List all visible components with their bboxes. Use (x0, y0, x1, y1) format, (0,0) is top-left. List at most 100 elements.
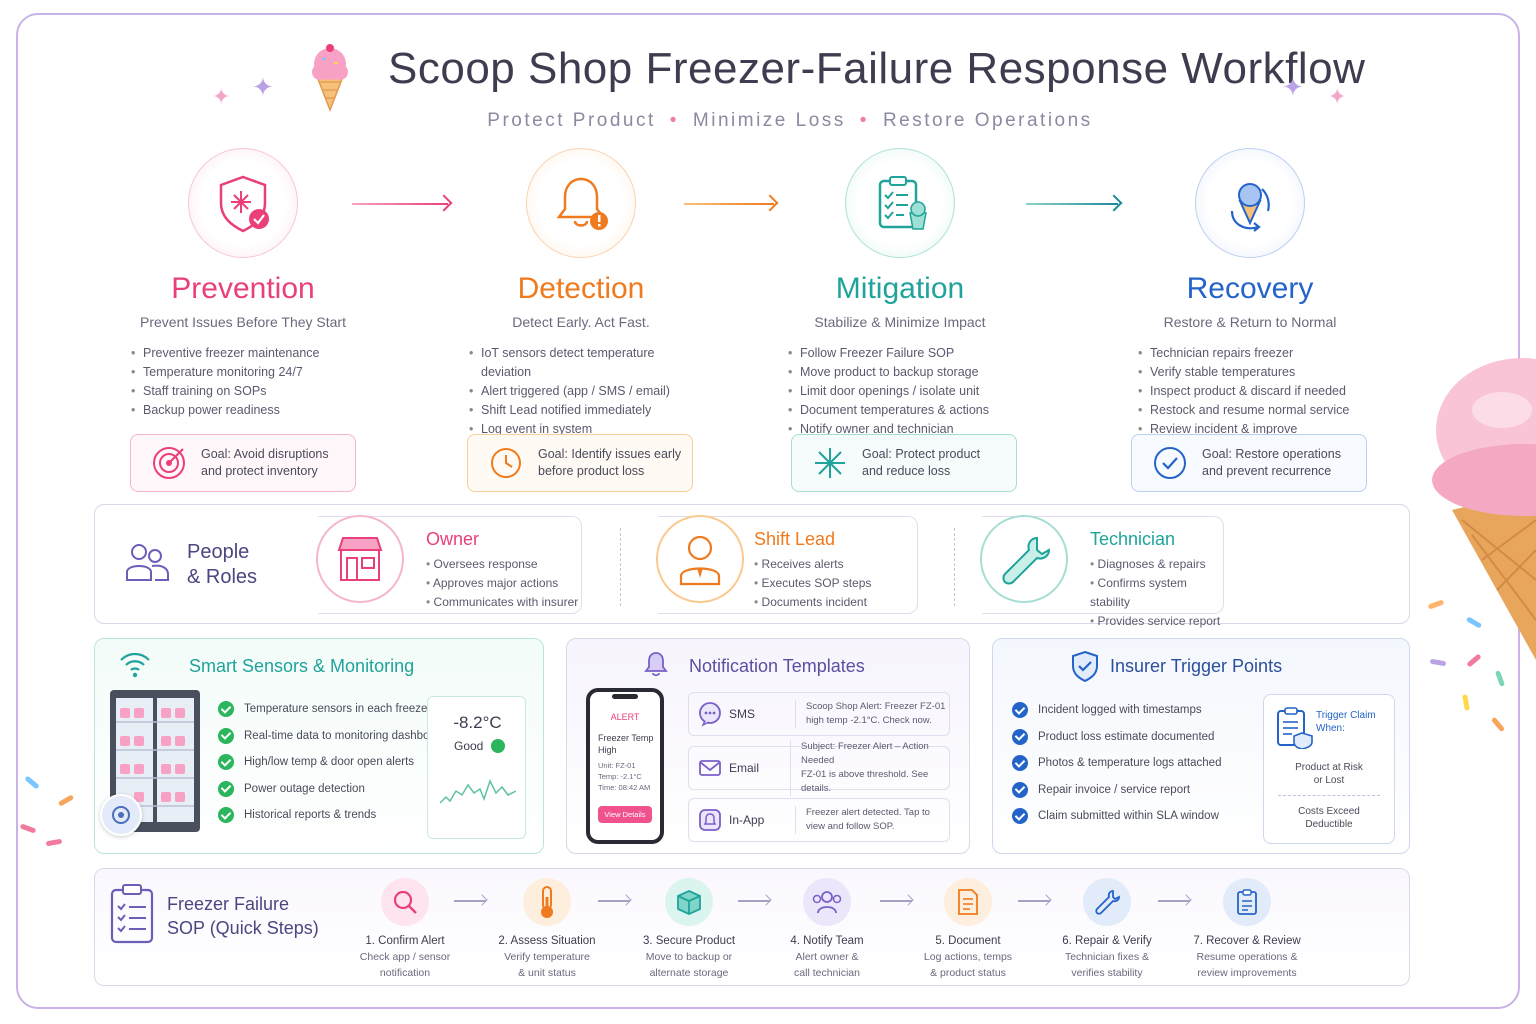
sop-step-repair-verify: 6. Repair & Verify Technician fixes &ver… (1042, 878, 1172, 981)
role-list: Receives alerts Executes SOP steps Docum… (754, 555, 872, 612)
role-item: Confirms system stability (1090, 574, 1223, 612)
role-item: Provides service report (1090, 612, 1223, 631)
phone-alert-details: Unit: FZ-01 Temp: -2.1°C Time: 08:42 AM (598, 760, 650, 793)
divider (620, 528, 621, 606)
step-icon-circle (665, 878, 713, 926)
step-arrow (880, 900, 912, 902)
people-icon (126, 544, 169, 581)
people-roles-title: People & Roles (187, 540, 257, 590)
check-icon (1012, 808, 1028, 825)
goal-line: and prevent recurrence (1202, 464, 1332, 478)
ice-cream-logo-icon (300, 40, 360, 113)
storefront-icon (337, 537, 383, 581)
document-icon (958, 889, 978, 915)
view-details-button[interactable]: View Details (598, 806, 652, 823)
role-item: Oversees response (426, 555, 578, 574)
goal-line: Goal: Restore operations (1202, 447, 1341, 461)
step-title: 5. Document (935, 935, 1001, 947)
phase-item: Follow Freezer Failure SOP (788, 344, 1050, 363)
step-desc-line: & unit status (518, 967, 576, 979)
step-title: 6. Repair & Verify (1062, 935, 1152, 947)
phase-item: Backup power readiness (131, 401, 393, 420)
goal-line: Goal: Avoid disruptions (201, 447, 329, 461)
sensor-feature: Real-time data to monitoring dashboard (218, 723, 446, 750)
check-icon (1012, 755, 1028, 772)
phase-item: Inspect product & discard if needed (1138, 382, 1400, 401)
step-icon-circle (944, 878, 992, 926)
step-desc: Resume operations &review improvements (1182, 949, 1312, 981)
step-title: 4. Notify Team (790, 935, 864, 947)
claim-condition-1: Product at Risk or Lost (1264, 761, 1394, 787)
sop-step-recover-review: 7. Recover & Review Resume operations &r… (1182, 878, 1312, 981)
phase-tagline: Prevent Issues Before They Start (140, 314, 346, 330)
phase-item: Log event in system (469, 420, 689, 439)
person-icon (679, 535, 721, 586)
phase-item: Review incident & improve (1138, 420, 1400, 439)
template-line: Scoop Shop Alert: Freezer FZ-01 (806, 701, 946, 712)
goal-line: Goal: Identify issues early (538, 447, 682, 461)
wrench-icon (1095, 890, 1120, 915)
phase-prevention: Prevention Prevent Issues Before They St… (93, 148, 393, 420)
goal-line: and protect inventory (201, 464, 318, 478)
phase-mitigation: Mitigation Stabilize & Minimize Impact F… (750, 148, 1050, 439)
phone-alert-label: ALERT (610, 712, 640, 722)
goal-prevention: Goal: Avoid disruptions and protect inven… (130, 434, 356, 492)
phone-notch (612, 694, 638, 699)
phase-tagline: Detect Early. Act Fast. (512, 314, 650, 330)
step-desc: Verify temperature& unit status (482, 949, 612, 981)
phase-item: IoT sensors detect temperature deviation (469, 344, 689, 382)
ice-cream-cone-decoration-icon (1432, 358, 1536, 660)
template-line: Subject: Freezer Alert – Action Needed (801, 741, 929, 766)
claim-heading-line: Trigger Claim (1316, 710, 1376, 721)
flow-arrow (1026, 203, 1118, 205)
page-title: Scoop Shop Freezer-Failure Response Work… (388, 44, 1366, 93)
envelope-icon (699, 760, 721, 776)
insurer-item-label: Incident logged with timestamps (1038, 704, 1202, 717)
clipboard-checklist-icon (878, 176, 927, 230)
sparkle-icon: ✦ (1282, 72, 1304, 102)
claim-heading-line: When: (1316, 723, 1345, 734)
goal-line: Goal: Protect product (862, 447, 981, 461)
sensor-feature: Temperature sensors in each freezer (218, 696, 446, 723)
step-icon-circle (523, 878, 571, 926)
role-list: Diagnoses & repairs Confirms system stab… (1090, 555, 1223, 631)
claim-divider (1278, 795, 1380, 796)
role-name: Technician (1090, 529, 1176, 549)
phase-tagline: Stabilize & Minimize Impact (814, 314, 986, 330)
sensor-feature-label: Historical reports & trends (244, 809, 377, 822)
step-desc-line: & product status (930, 967, 1006, 979)
role-name: Owner (426, 529, 480, 549)
insurer-item-label: Claim submitted within SLA window (1038, 810, 1219, 823)
phase-recovery: Recovery Restore & Return to Normal Tech… (1100, 148, 1400, 439)
claim-condition-line: Product at Risk (1295, 762, 1363, 773)
phone-detail-line: Time: 08:42 AM (598, 783, 651, 792)
wrench-icon (1002, 536, 1051, 585)
sensor-feature-list: Temperature sensors in each freezer Real… (218, 696, 446, 829)
sop-title: Freezer Failure SOP (Quick Steps) (167, 892, 319, 940)
template-channel: SMS (729, 707, 756, 721)
thermometer-icon (541, 886, 553, 918)
phase-title: Recovery (1186, 272, 1314, 305)
step-desc-line: review improvements (1197, 967, 1297, 979)
phase-item: Technician repairs freezer (1138, 344, 1400, 363)
step-icon-circle (1223, 878, 1271, 926)
phase-item: Preventive freezer maintenance (131, 344, 393, 363)
people-title-line: People (187, 541, 250, 563)
box-icon (677, 890, 701, 915)
sensor-feature: High/low temp & door open alerts (218, 749, 446, 776)
sop-step-assess-situation: 2. Assess Situation Verify temperature& … (482, 878, 612, 981)
role-shift-lead: Shift Lead Receives alerts Executes SOP … (656, 515, 918, 614)
insurer-item: Product loss estimate documented (1012, 724, 1221, 751)
sensor-feature: Historical reports & trends (218, 802, 446, 829)
sparkle-icon: ✦ (1328, 84, 1347, 109)
step-title: 1. Confirm Alert (365, 935, 445, 947)
role-item: Approves major actions (426, 574, 578, 593)
role-item: Diagnoses & repairs (1090, 555, 1223, 574)
sop-step-notify-team: 4. Notify Team Alert owner &call technic… (762, 878, 892, 981)
step-arrow (1158, 900, 1190, 902)
